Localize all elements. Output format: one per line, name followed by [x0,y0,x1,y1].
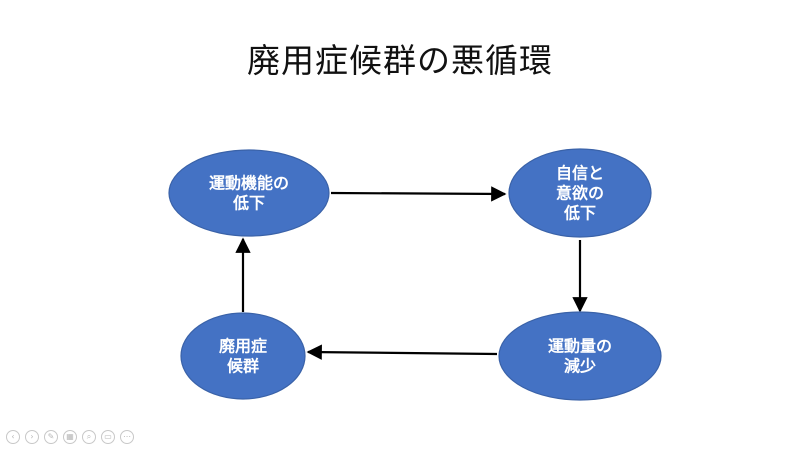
node-label-confidence-line-1: 自信と [556,164,604,183]
node-label-activity-line-1: 運動量の [548,337,612,356]
arrow-activity-to-disuse [306,344,498,360]
prev-slide-icon[interactable]: ‹ [6,430,20,444]
next-slide-icon[interactable]: › [25,430,39,444]
node-ellipse-activity [498,311,662,401]
arrow-motor-to-confidence [330,186,507,202]
node-label-activity-line-2: 減少 [564,357,596,376]
presentation-toolbar: ‹ › ✎ ▦ ⌕ ▭ ⋯ [6,428,134,446]
node-label-confidence-line-2: 意欲の [556,184,604,203]
node-label-disuse-line-2: 候群 [227,357,259,376]
screen-icon[interactable]: ▭ [101,430,115,444]
zoom-icon[interactable]: ⌕ [82,430,96,444]
more-options-icon[interactable]: ⋯ [120,430,134,444]
pen-icon[interactable]: ✎ [44,430,58,444]
node-label-motor-line-2: 低下 [232,194,265,213]
node-ellipse-disuse [180,312,306,400]
node-label-confidence-line-3: 低下 [563,204,596,223]
node-ellipse-motor [168,149,330,237]
slides-grid-icon[interactable]: ▦ [63,430,77,444]
slide-title: 廃用症候群の悪循環 [247,41,553,80]
node-label-disuse-line-1: 廃用症 [219,337,267,356]
node-label-motor-line-1: 運動機能の [209,174,289,193]
edges-layer [235,186,588,360]
node-disuse: 廃用症候群 [180,312,306,400]
node-ellipse-confidence [508,148,652,238]
